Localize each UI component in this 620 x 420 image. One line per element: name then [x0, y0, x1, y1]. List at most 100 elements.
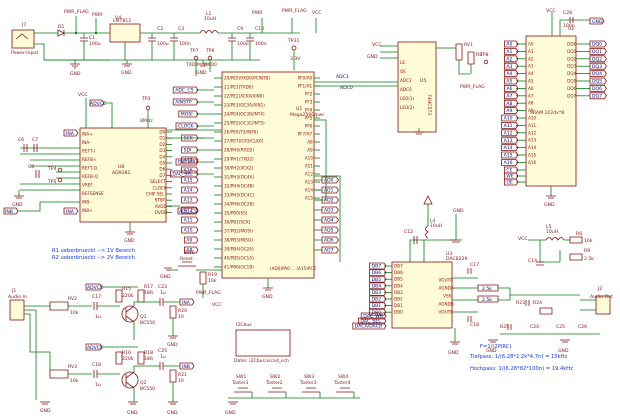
svg-text:C10: C10: [255, 26, 264, 32]
mcu-pin-right: PF7/A7: [298, 132, 313, 137]
svg-text:GND: GND: [196, 70, 207, 76]
sram-addr-0: [504, 40, 519, 48]
svg-text:C28: C28: [563, 10, 572, 16]
svg-text:74HC573: 74HC573: [426, 94, 432, 115]
svg-text:PWR: PWR: [92, 12, 103, 18]
svg-text:TP8: TP8: [479, 52, 489, 58]
mcu-pin-right: A9: [307, 148, 313, 153]
sram-pin-data: DQ1: [567, 49, 577, 54]
svg-text:R25: R25: [500, 324, 509, 330]
adc-pin-right: AVDD: [155, 204, 167, 209]
sram-addr-5: [504, 77, 519, 85]
mcu-addr-label-9: [184, 246, 199, 254]
svg-text:C17: C17: [92, 294, 101, 300]
mcu-net-label-1-text: AINSTP: [175, 100, 192, 106]
svg-text:Q2: Q2: [140, 380, 147, 386]
svg-text:GND: GND: [544, 202, 555, 208]
sram-dq-6: [589, 85, 607, 92]
mcu-pin-right: PF1/A1: [298, 84, 313, 89]
sram-pin-addr: A9: [528, 108, 534, 113]
svg-text:AD9281: AD9281: [112, 170, 130, 176]
u1-mcu: [221, 71, 315, 279]
mcu-pin-right: A15: [305, 196, 314, 201]
mcu-pin-left: 22/PE2(XCK0/AIN0): [224, 94, 264, 99]
mcu-pin-right: PF4: [305, 108, 313, 113]
mcu-net-label-6: [175, 158, 199, 166]
sram-addr-1: [504, 48, 519, 55]
svg-text:R20: R20: [178, 308, 187, 314]
svg-text:U8: U8: [118, 164, 124, 170]
sram-pin-data: DQ2: [567, 56, 577, 61]
adc-pin-right: D2: [159, 142, 165, 147]
svg-text:J2: J2: [597, 286, 602, 292]
sram-pin-data: DQ7: [567, 93, 577, 98]
mcu-addr-label-3-text: A14: [184, 188, 193, 194]
svg-text:Q1: Q1: [140, 314, 147, 320]
mcu-addr-label-2: [181, 176, 199, 184]
mcu-ad-label-1: [321, 186, 339, 194]
mcu-ad-label-3: [321, 206, 339, 214]
sram-addr-3: [504, 62, 519, 70]
mcu-pin-right: PF5: [305, 116, 313, 121]
dac-pin-out: VOUTA: [439, 278, 453, 283]
dac-db-3: [369, 282, 387, 290]
sram-addr-9-text: A9: [506, 108, 512, 114]
sram-addr-10: [501, 114, 519, 122]
mcu-section: U1 Mega2560/pwr 20/PE0(RXD0/PCINT8)21/PE…: [170, 71, 353, 300]
dac-db-1-text: DB6: [372, 270, 382, 276]
svg-text:TP5: TP5: [47, 179, 57, 185]
dac-pin-out: VSS: [443, 294, 452, 299]
svg-text:C9: C9: [237, 26, 243, 32]
svg-text:3.3V: 3.3V: [290, 56, 301, 62]
mcu-net-label-1: [172, 98, 199, 106]
adc-pin-right: D3: [159, 148, 165, 153]
mcu-pin-left: 26/PE6(T3/INT6): [224, 130, 258, 135]
dac-db-5-text: DB2: [372, 297, 382, 303]
sram-addr-14: [501, 144, 519, 151]
svg-text:U3: U3: [446, 251, 452, 257]
note-r1: R1 ueberbrueckt --> 1V Bereich: [52, 248, 135, 254]
mcu-ad-label-6-text: AD6: [324, 238, 334, 244]
mcu-pin-left: 23/PE3(OC3A/AIN1): [224, 103, 265, 108]
sram-addr-1-text: A1: [506, 49, 512, 55]
u8-adc: [79, 127, 167, 223]
sram-addr-15: [501, 151, 519, 159]
sram-pin-addr: A4: [528, 71, 534, 76]
mcu-addr-label-6-text: A11: [184, 218, 193, 224]
svg-text:R9: R9: [584, 248, 590, 254]
mcu-addr-label-8: [184, 236, 199, 244]
sram-addr-9: [504, 107, 519, 114]
mcu-addr-label-0-text: A17: [184, 158, 193, 164]
svg-text:U2: U2: [568, 26, 574, 32]
mcu-addr-label-5: [181, 206, 199, 214]
formula-1: F=1/(2PIRC): [480, 344, 511, 350]
ui-section: SW6 Reset GND R19 10k PWR_FLAG VCC I2Cbu…: [160, 250, 360, 416]
mcu-ad-label-5-text: AD5: [324, 228, 334, 234]
svg-text:L5: L5: [546, 224, 552, 230]
svg-text:10uH: 10uH: [204, 16, 216, 22]
sram-dq-5-text: DQ5: [592, 79, 602, 85]
svg-text:R19: R19: [208, 272, 217, 278]
svg-text:GND: GND: [12, 202, 23, 208]
sram-pin-addr: A14: [528, 145, 537, 150]
mcu-net-label-3-text: CLOCK: [178, 124, 194, 130]
i2c-sheet: [235, 329, 291, 357]
mcu-pin-right: PF2: [305, 92, 313, 97]
mcu-addr-label-4-text: A13: [184, 198, 193, 204]
sram-ctrl-0-text: CE: [506, 168, 512, 174]
svg-text:C18: C18: [470, 322, 479, 328]
mcu-pin-left: 40/PB5(OC1A): [224, 256, 254, 261]
mcu-net-label-7-text: DAC_SEL: [172, 172, 193, 178]
audio-in-section: J1 Audio In RV2 10k RV3 10k C17 1u C18 1…: [8, 283, 195, 416]
adc-pin-left: INB+: [82, 208, 93, 213]
sram-addr-8: [504, 99, 519, 107]
mcu-ad-label-2-text: AD2: [324, 198, 334, 204]
svg-text:VCC: VCC: [78, 92, 88, 98]
svg-text:INA: INA: [66, 209, 75, 215]
svg-text:C12: C12: [404, 229, 413, 235]
sram-addr-14-text: A14: [504, 145, 513, 151]
svg-text:C8: C8: [28, 164, 34, 170]
mcu-pin-left: 25/PE5(OC3C/INT5): [224, 121, 265, 126]
mcu-pin-left: 41/PB6(OC1B): [224, 265, 254, 270]
mcu-pin-left: 28/PH0(RXD2): [224, 148, 254, 153]
